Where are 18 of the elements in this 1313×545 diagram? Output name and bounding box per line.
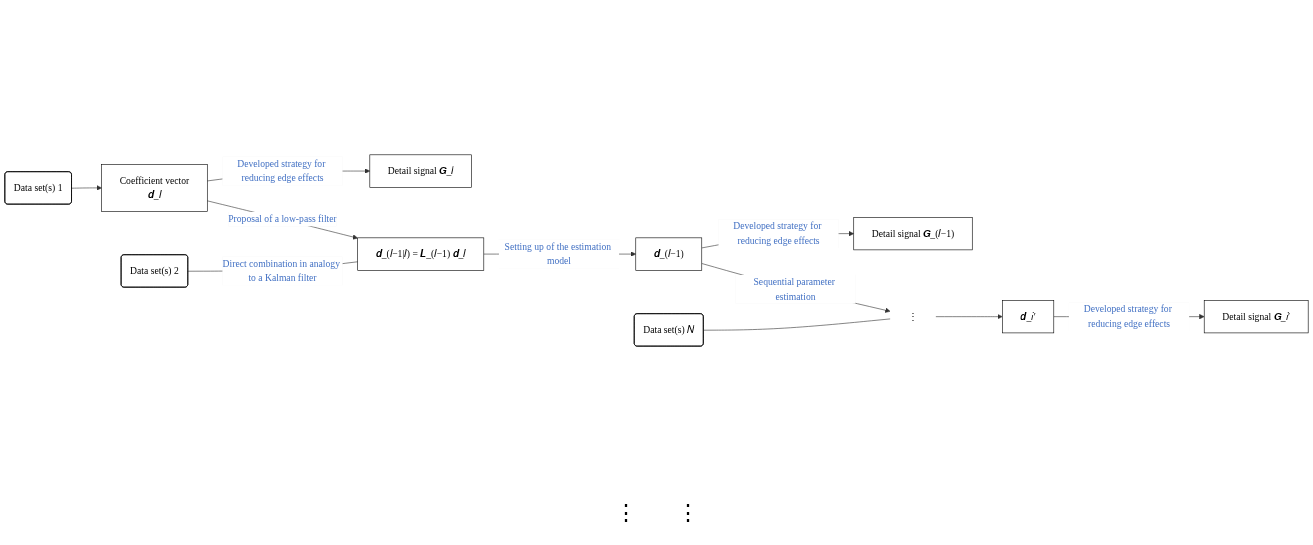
edge-label: Direct combination in analogy to a Kalman filter: [222, 257, 340, 283]
edge-label: Developed strategy for reducing edge effects: [733, 220, 822, 246]
node-box: Coefficient vector 𝒅_𝐼: [101, 163, 208, 212]
edge-label: Sequential parameter estimation: [753, 276, 836, 301]
node-box: Detail signal 𝑮_(𝐼−1): [853, 216, 973, 250]
ellipsis-mark: ⋮: [676, 500, 699, 526]
connector: [703, 318, 891, 330]
edge-label: Proposal of a low-pass filter: [228, 213, 337, 224]
edge-label: Developed strategy for reducing edge effects: [237, 157, 326, 183]
node-text: ⋮: [908, 310, 918, 321]
node-box: 𝒅_𝑖′: [1002, 299, 1055, 333]
node-box: Detail signal 𝑮_𝐼: [369, 154, 472, 188]
edge-label: Setting up of the estimation model: [504, 240, 612, 266]
node-box: 𝒅_(𝐼−1|𝐼) = 𝑳_(𝐼−1) 𝒅_𝐼: [357, 237, 485, 271]
node-box: Detail signal 𝑮_𝑖′: [1203, 299, 1309, 333]
node-box: 𝒅_(𝐼−1): [635, 237, 703, 271]
edge-label: Developed strategy for reducing edge effects: [1083, 303, 1172, 329]
ellipsis-mark: ⋮: [614, 500, 637, 526]
